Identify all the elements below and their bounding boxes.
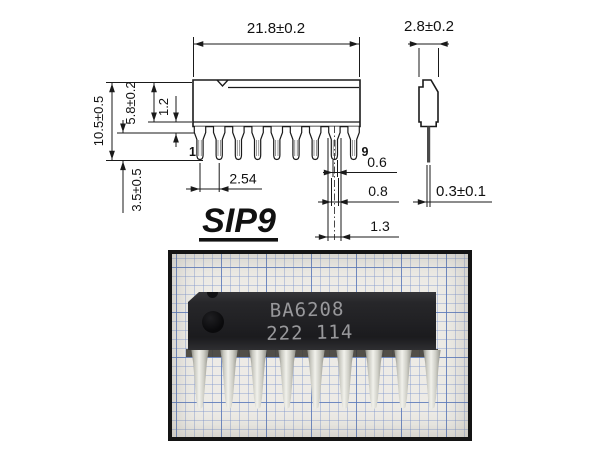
- front-pin-detail: [236, 140, 240, 156]
- front-pin: [251, 126, 264, 161]
- dim-lead-pitch-label: 2.54: [229, 171, 256, 187]
- front-pin-detail: [294, 140, 298, 156]
- dim-lead-length-label: 3.5±0.5: [129, 168, 144, 211]
- dim-total-height-label: 10.5±0.5: [91, 96, 106, 147]
- dim-shoulder-height-label: 1.2: [156, 98, 171, 116]
- side-body-outline: [418, 79, 439, 128]
- photo-pin: [249, 350, 267, 409]
- photo-pin: [394, 350, 412, 409]
- dim-lead-width-label: 0.8: [368, 183, 388, 199]
- dim-lead-tip-width-label: 0.6: [367, 154, 387, 170]
- photo-pin: [365, 350, 383, 409]
- front-pin-detail: [198, 140, 202, 156]
- front-body-outline: [192, 79, 361, 128]
- chip-marking-line2: 222 114: [266, 321, 354, 345]
- front-pin: [347, 126, 360, 161]
- side-extension-lines: [418, 48, 439, 207]
- pin-1-label: 1: [189, 145, 196, 159]
- chip-marking: BA6208 222 114: [188, 296, 436, 347]
- front-pin-detail: [256, 140, 260, 156]
- front-pin: [270, 126, 284, 161]
- graph-paper: BA6208 222 114: [172, 254, 468, 437]
- front-body-index-notch: [216, 79, 229, 87]
- chip-photo-frame: BA6208 222 114: [168, 250, 472, 441]
- front-pin: [289, 126, 303, 161]
- photo-pin: [336, 350, 354, 409]
- front-pin-detail: [275, 140, 279, 156]
- dim-lead-thickness-label: 0.3±0.1: [436, 183, 486, 200]
- side-dimension-arrows: [408, 41, 449, 205]
- package-label-underline: [199, 238, 278, 242]
- dim-body-height-label: 5.8±0.2: [123, 81, 138, 124]
- front-pin-detail: [313, 140, 317, 156]
- photo-pin: [307, 350, 325, 409]
- chip-body: BA6208 222 114: [188, 292, 436, 350]
- dim-body-depth-label: 2.8±0.2: [404, 18, 454, 35]
- photo-pin: [423, 350, 441, 409]
- front-view: [106, 37, 399, 241]
- front-pin-detail: [332, 140, 336, 156]
- pin1-dimple: [202, 311, 224, 333]
- front-pin-detail: [217, 140, 221, 156]
- dim-lead-base-width-label: 1.3: [370, 218, 390, 234]
- front-pin: [212, 126, 226, 161]
- photo-pin: [220, 350, 238, 409]
- front-view-pins: [193, 126, 360, 161]
- front-dimension-arrows: [109, 41, 359, 240]
- side-lead: [427, 126, 431, 163]
- photo-pin: [278, 350, 296, 409]
- photo-pin: [191, 350, 209, 409]
- chip-mold-notch: [207, 292, 218, 298]
- side-view: [408, 41, 492, 207]
- front-pin: [193, 126, 207, 161]
- front-pin: [308, 126, 322, 161]
- dim-overall-width-label: 21.8±0.2: [247, 20, 305, 37]
- front-extension-lines: [106, 37, 360, 241]
- package-type-label: SIP9: [202, 202, 276, 240]
- front-pin-detail: [352, 140, 356, 156]
- pin-9-label: 9: [362, 145, 369, 159]
- front-pin: [232, 126, 245, 161]
